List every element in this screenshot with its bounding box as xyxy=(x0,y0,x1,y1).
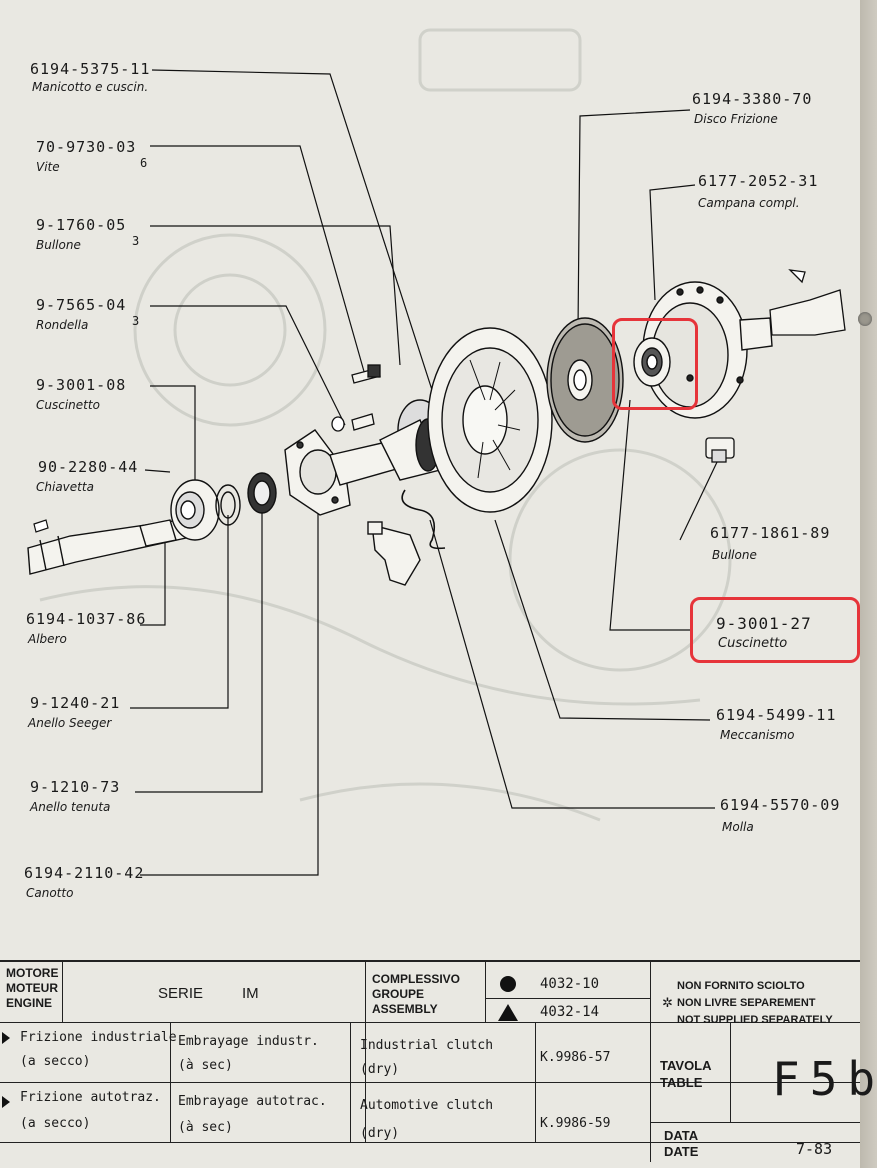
part-code: 9-3001-08 xyxy=(36,376,127,394)
part-name: Manicotto e cuscin. xyxy=(32,80,149,94)
part-name: Bullone xyxy=(36,238,81,252)
row-en: Automotive clutch xyxy=(360,1098,494,1113)
part-code: 9-7565-04 xyxy=(36,296,127,314)
assembly-label-fr: GROUPE xyxy=(372,987,425,1001)
part-name: Chiavetta xyxy=(36,480,94,494)
part-code: 6194-2110-42 xyxy=(24,864,145,882)
part-code: 6194-3380-70 xyxy=(692,90,813,108)
table-label-en: TABLE xyxy=(660,1075,703,1090)
part-code: 9-3001-27 xyxy=(716,614,812,633)
part-name: Cuscinetto xyxy=(718,636,788,651)
part-name: Anello tenuta xyxy=(30,800,111,814)
part-name: Cuscinetto xyxy=(36,398,100,412)
part-name: Molla xyxy=(722,820,754,834)
part-code: 6194-1037-86 xyxy=(26,610,147,628)
row-en: Industrial clutch xyxy=(360,1038,494,1053)
assembly-label-en: ASSEMBLY xyxy=(372,1002,438,1016)
row-it-2: (a secco) xyxy=(20,1116,91,1131)
row-en-2: (dry) xyxy=(360,1062,400,1077)
assembly-label-it: COMPLESSIVO xyxy=(372,972,461,986)
part-code: 6194-5570-09 xyxy=(720,796,841,814)
row-marker-icon xyxy=(2,1032,10,1044)
highlight-bearing-drawing xyxy=(612,318,698,410)
part-name: Bullone xyxy=(712,548,757,562)
row-fr-2: (à sec) xyxy=(178,1058,233,1073)
assembly-triangle-ref: 4032-14 xyxy=(540,1004,600,1020)
part-code: 9-1210-73 xyxy=(30,778,121,796)
triangle-symbol-icon xyxy=(498,1004,518,1021)
row-marker-icon xyxy=(2,1096,10,1108)
part-code: 70-9730-03 xyxy=(36,138,137,156)
not-supplied-en: NOT SUPPLIED SEPARATELY xyxy=(677,1014,833,1026)
date-label-en: DATE xyxy=(664,1144,699,1159)
engine-label-fr: MOTEUR xyxy=(6,981,58,995)
binder-edge xyxy=(860,0,877,1168)
table-label-it: TAVOLA xyxy=(660,1058,712,1073)
row-fr: Embrayage autotrac. xyxy=(178,1094,327,1109)
highlight-bearing-label xyxy=(690,597,860,663)
part-name: Campana compl. xyxy=(698,196,800,210)
row-ref: K.9986-59 xyxy=(540,1116,611,1131)
row-it: Frizione industriale xyxy=(20,1030,177,1045)
binder-ring-hole xyxy=(858,312,872,326)
part-code: 6177-2052-31 xyxy=(698,172,819,190)
circle-symbol-icon xyxy=(500,976,516,992)
row-it-2: (a secco) xyxy=(20,1054,91,1069)
part-name: Canotto xyxy=(26,886,74,900)
part-code: 6194-5375-11 xyxy=(30,60,151,78)
part-name: Meccanismo xyxy=(720,728,795,742)
row-en-2: (dry) xyxy=(360,1126,400,1141)
part-name: Anello Seeger xyxy=(28,716,112,730)
table-value: F5b xyxy=(772,1052,877,1106)
assembly-circle-ref: 4032-10 xyxy=(540,976,600,992)
date-label-it: DATA xyxy=(664,1128,699,1143)
not-supplied-fr: NON LIVRE SEPAREMENT xyxy=(677,997,816,1009)
part-name: Vite xyxy=(36,160,60,174)
serie-label: SERIE xyxy=(158,985,204,1002)
engine-label-it: MOTORE xyxy=(6,966,59,980)
part-qty: 6 xyxy=(140,156,148,170)
date-value: 7-83 xyxy=(796,1140,833,1158)
row-fr-2: (à sec) xyxy=(178,1120,233,1135)
part-name: Albero xyxy=(28,632,67,646)
part-qty: 3 xyxy=(132,234,140,248)
row-fr: Embrayage industr. xyxy=(178,1034,319,1049)
part-code: 9-1760-05 xyxy=(36,216,127,234)
part-code: 6194-5499-11 xyxy=(716,706,837,724)
part-code: 90-2280-44 xyxy=(38,458,139,476)
row-ref: K.9986-57 xyxy=(540,1050,611,1065)
part-code: 6177-1861-89 xyxy=(710,524,831,542)
part-qty: 3 xyxy=(132,314,140,328)
asterisk-icon: ✲ xyxy=(662,995,673,1010)
part-name: Rondella xyxy=(36,318,89,332)
part-name: Disco Frizione xyxy=(694,112,778,126)
row-it: Frizione autotraz. xyxy=(20,1090,161,1105)
serie-value: IM xyxy=(242,985,259,1002)
engine-label-en: ENGINE xyxy=(6,996,53,1010)
not-supplied-it: NON FORNITO SCIOLTO xyxy=(677,980,805,992)
part-code: 9-1240-21 xyxy=(30,694,121,712)
